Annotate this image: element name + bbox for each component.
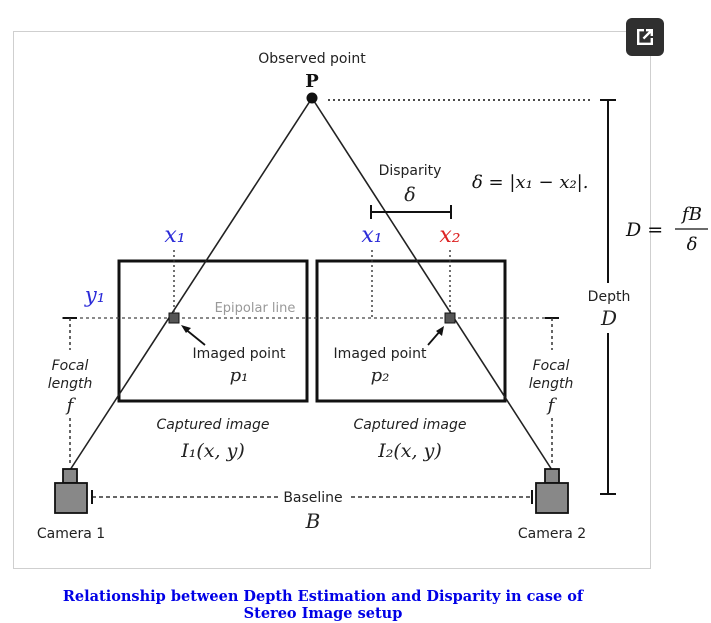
image-plane-2: [315, 259, 507, 403]
image-plane-1: [117, 259, 309, 403]
captured-image-label-2: Captured image: [354, 417, 467, 433]
camera-2-label: Camera 2: [518, 526, 586, 542]
p1-label: p₁: [230, 365, 249, 386]
observed-point-label: Observed point: [258, 51, 366, 67]
x1-left-label: x₁: [164, 223, 185, 248]
open-in-new-button[interactable]: [626, 18, 664, 56]
disparity-label: Disparity: [379, 163, 442, 179]
i2-label: I₂(x, y): [377, 440, 441, 462]
figure-caption: Relationship between Depth Estimation an…: [0, 588, 646, 622]
x1-right-label: x₁: [361, 223, 382, 248]
depth-formula-left: D =: [625, 219, 663, 241]
imaged-point-arrowhead-2: [436, 326, 444, 336]
focal-length-label-left-2: length: [48, 376, 93, 392]
imaged-point-2: [444, 312, 456, 324]
depth-label-gap: [585, 283, 633, 333]
point-symbol: P: [305, 71, 319, 92]
imaged-point-1: [168, 312, 180, 324]
imaged-point-label-2: Imaged point: [334, 346, 427, 362]
p2-label: p₂: [371, 365, 390, 386]
disparity-symbol: δ: [404, 184, 415, 206]
focal-symbol-right: f: [546, 395, 558, 416]
ray-right: [311, 97, 553, 471]
open-in-new-icon: [637, 29, 653, 45]
imaged-point-arrowhead-1: [181, 325, 191, 333]
captured-image-label-1: Captured image: [157, 417, 270, 433]
baseline-symbol: B: [305, 509, 321, 533]
camera-1-icon: [54, 468, 88, 514]
camera-2-icon: [535, 468, 569, 514]
depth-label: Depth: [588, 289, 631, 305]
focal-length-label-right-2: length: [529, 376, 574, 392]
stereo-diagram: Observed point P Disparity δ δ = |x₁ − x…: [37, 51, 708, 542]
caption-line-1: Relationship between Depth Estimation an…: [62, 588, 584, 605]
depth-formula-numerator: fB: [680, 204, 702, 225]
x2-right-label: x₂: [439, 223, 460, 248]
depth-formula-denominator: δ: [687, 234, 698, 255]
disparity-formula: δ = |x₁ − x₂|.: [472, 172, 588, 193]
observed-point-dot: [306, 92, 318, 104]
imaged-point-label-1: Imaged point: [193, 346, 286, 362]
baseline-label-gap: [278, 488, 348, 506]
depth-symbol: D: [600, 306, 617, 330]
focal-length-label-left-1: Focal: [52, 358, 89, 374]
camera-1-label: Camera 1: [37, 526, 105, 542]
i1-label: I₁(x, y): [180, 440, 244, 462]
focal-symbol-left: f: [65, 395, 77, 416]
ray-left: [69, 97, 313, 471]
epipolar-line-label: Epipolar line: [215, 301, 296, 316]
caption-line-2: Stereo Image setup: [243, 605, 403, 622]
y1-label: y₁: [84, 283, 105, 307]
focal-length-label-right-1: Focal: [533, 358, 570, 374]
baseline-label: Baseline: [283, 490, 342, 506]
